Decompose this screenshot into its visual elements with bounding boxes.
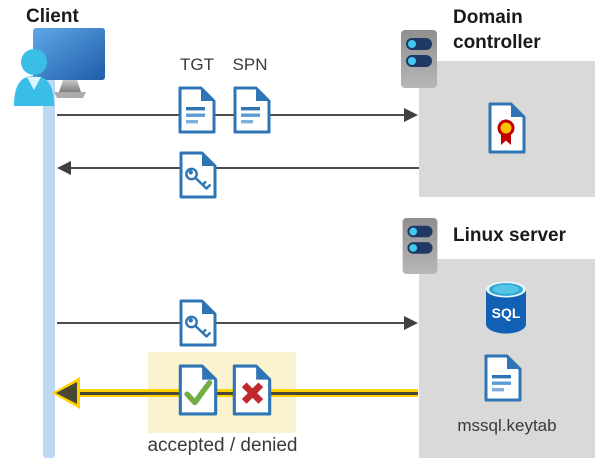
domain-controller-server-icon <box>401 30 437 88</box>
result-caption: accepted / denied <box>147 435 298 456</box>
linux-server-icon <box>402 217 438 275</box>
key-document-icon <box>179 299 217 347</box>
ticket-forward-line <box>57 322 407 324</box>
ticket-reply-arrowhead <box>57 161 71 175</box>
domain-controller-label: Domain controller <box>453 7 541 53</box>
request-arrowhead <box>404 108 418 122</box>
keytab-label: mssql.keytab <box>457 416 557 435</box>
keytab-document-icon <box>484 354 522 402</box>
ticket-reply-line <box>70 167 419 169</box>
tgt-document-icon <box>178 86 216 134</box>
key-document-icon <box>179 151 217 199</box>
accepted-document-icon <box>178 364 218 416</box>
tgt-label: TGT <box>180 55 214 74</box>
denied-document-icon <box>232 364 272 416</box>
client-lifeline <box>43 74 55 458</box>
spn-document-icon <box>233 86 271 134</box>
sql-database-icon: SQL <box>486 281 526 334</box>
spn-label: SPN <box>232 55 268 74</box>
certificate-icon <box>488 102 526 154</box>
client-label: Client <box>26 6 79 27</box>
client-workstation-icon <box>14 28 105 106</box>
request-arrow-line <box>57 114 407 116</box>
sql-text: SQL <box>492 305 521 321</box>
linux-server-label: Linux server <box>453 225 566 246</box>
result-arrowhead-inner <box>56 382 77 404</box>
ticket-forward-arrowhead <box>404 316 418 330</box>
